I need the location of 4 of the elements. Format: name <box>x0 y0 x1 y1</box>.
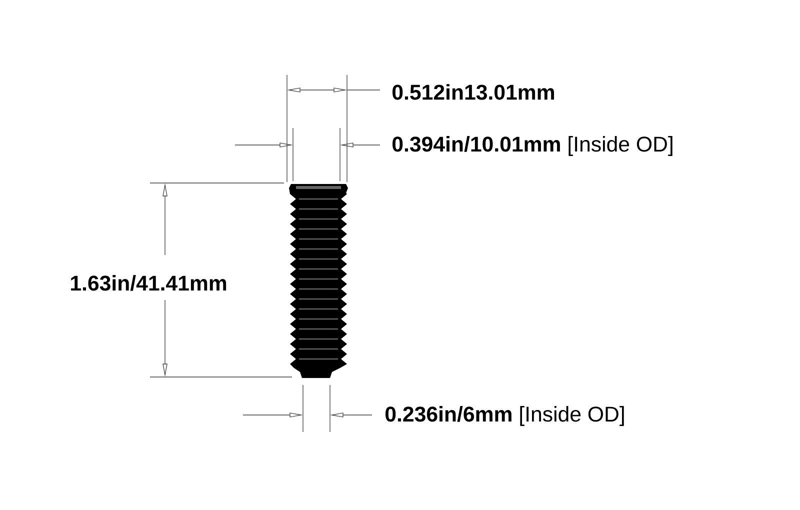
dimension-label: 1.63in/41.41mm <box>71 275 226 291</box>
dimension-label: 0.236in/6mm [Inside OD] <box>386 406 624 426</box>
dimension-label: 0.512in13.01mm <box>392 84 554 100</box>
dimension-label: 0.394in/10.01mm [Inside OD] <box>392 136 672 156</box>
